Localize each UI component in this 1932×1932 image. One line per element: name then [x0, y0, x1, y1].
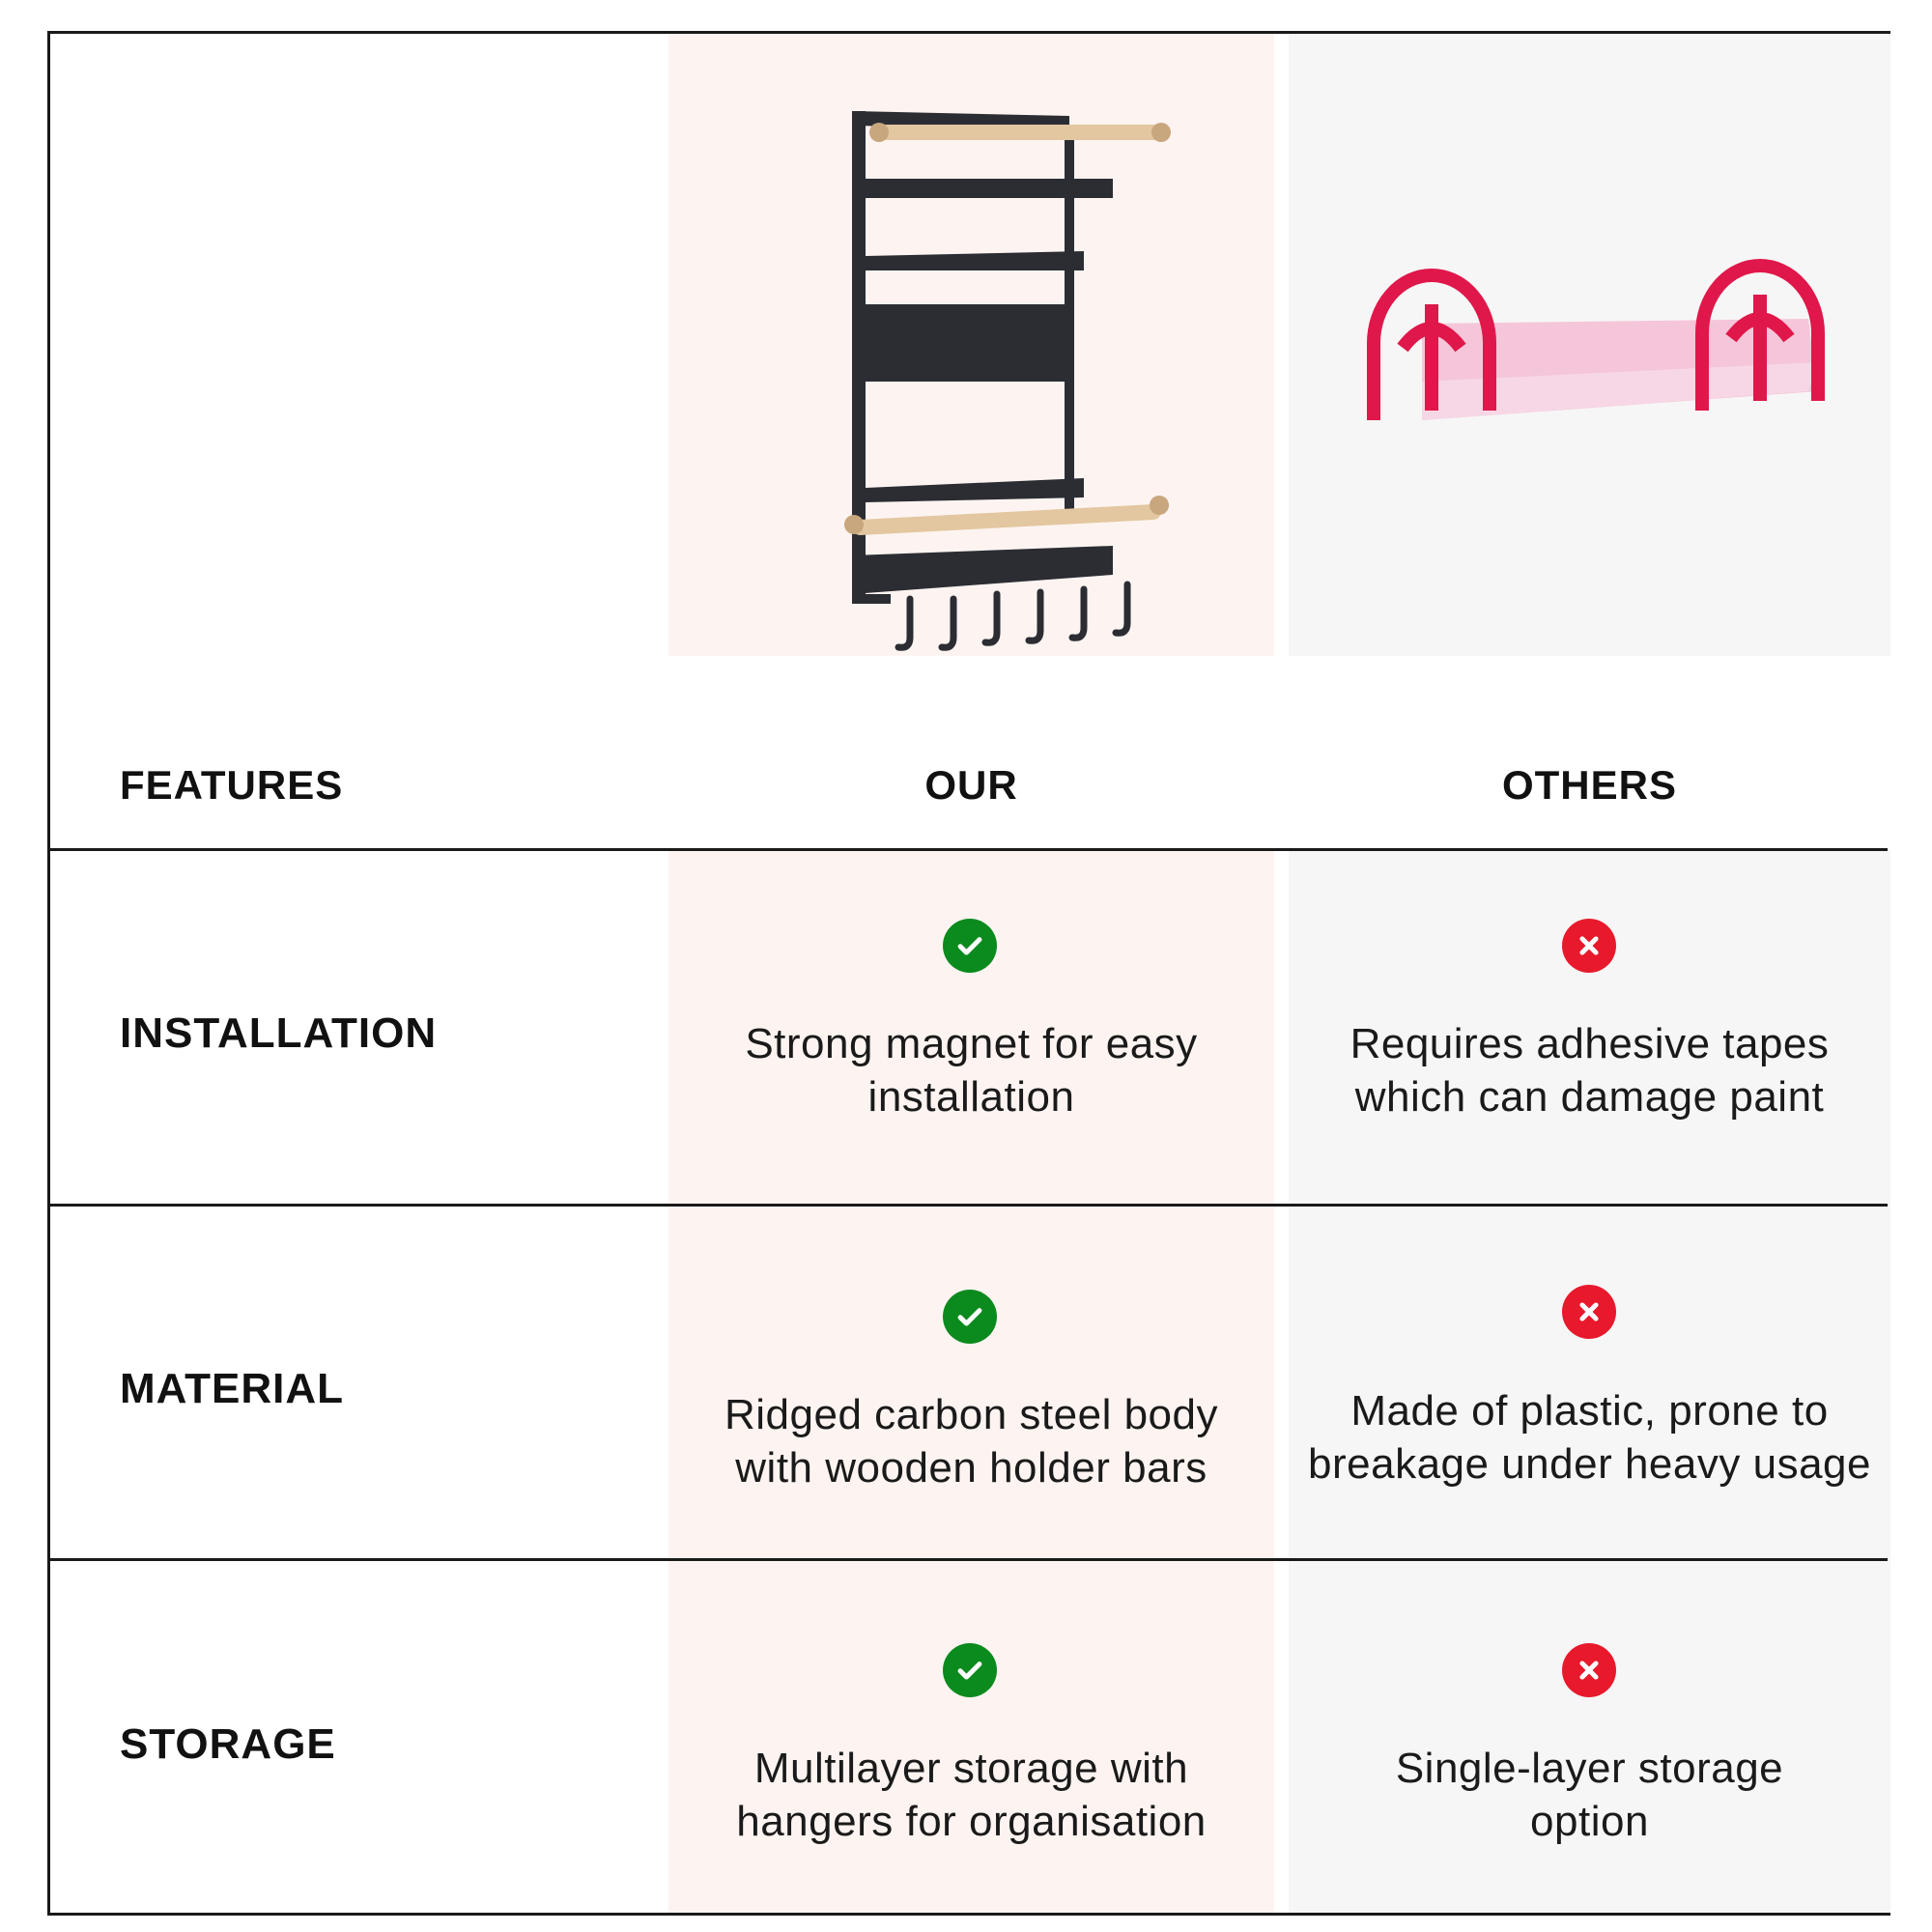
cross-circle-icon — [1562, 1285, 1616, 1339]
check-circle-icon — [943, 1643, 997, 1697]
check-circle-icon — [943, 919, 997, 973]
others-header: OTHERS — [1501, 762, 1677, 808]
plastic-shelf-product-image — [1367, 259, 1825, 420]
feature-label-material: MATERIAL — [120, 1365, 345, 1412]
check-circle-icon — [943, 1290, 997, 1344]
feature-label-installation: INSTALLATION — [120, 1009, 438, 1057]
row-divider — [50, 848, 1888, 851]
features-header: FEATURES — [120, 762, 344, 808]
header-left-cell — [50, 34, 668, 850]
cross-circle-icon — [1562, 1643, 1616, 1697]
cross-circle-icon — [1562, 919, 1616, 973]
row-divider — [50, 1558, 1888, 1561]
row-divider — [50, 1204, 1888, 1207]
feature-label-storage: STORAGE — [120, 1720, 336, 1768]
our-header: OUR — [924, 762, 1018, 808]
magnetic-rack-product-image — [844, 111, 1171, 651]
header-label-strip — [668, 656, 1890, 850]
comparison-table: FEATURES OUR OTHERS INSTALLATION Strong … — [47, 31, 1890, 1916]
